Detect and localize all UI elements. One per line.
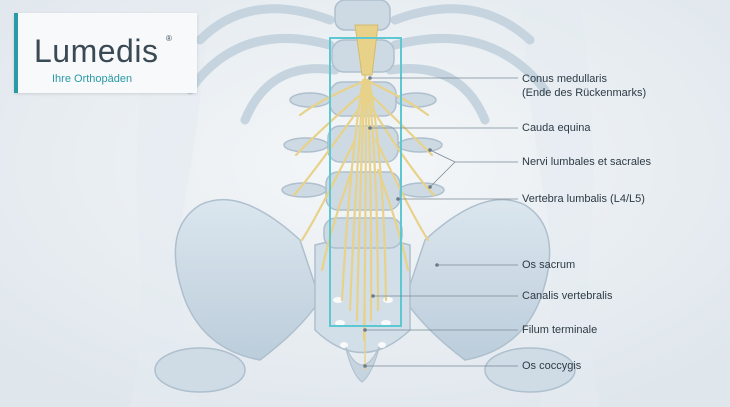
label-os-coccygis: Os coccygis bbox=[522, 360, 582, 372]
label-conus-medullaris: Conus medullaris (Ende des Rückenmarks) bbox=[522, 72, 646, 100]
logo-accent-bar bbox=[14, 13, 18, 93]
label-nervi-lumbales: Nervi lumbales et sacrales bbox=[522, 156, 651, 168]
label-conus-line1: Conus medullaris bbox=[522, 73, 607, 85]
label-vertebra-lumbalis: Vertebra lumbalis (L4/L5) bbox=[522, 193, 645, 205]
label-filum-terminale: Filum terminale bbox=[522, 324, 598, 336]
label-os-sacrum: Os sacrum bbox=[522, 259, 576, 271]
logo-card: Lumedis ® Ihre Orthopäden bbox=[14, 13, 197, 93]
label-cauda-equina: Cauda equina bbox=[522, 122, 591, 134]
label-conus-line2: (Ende des Rückenmarks) bbox=[522, 87, 647, 99]
label-canalis-vertebralis: Canalis vertebralis bbox=[522, 290, 613, 302]
logo-registered-mark: ® bbox=[166, 34, 172, 43]
rib-cage bbox=[185, 4, 550, 125]
logo-wordmark: Lumedis bbox=[34, 33, 159, 69]
leader-lines bbox=[365, 77, 518, 367]
leader-dots bbox=[363, 76, 439, 368]
canalis-vertebralis-highlight bbox=[329, 37, 402, 327]
logo-tagline: Ihre Orthopäden bbox=[52, 73, 133, 85]
